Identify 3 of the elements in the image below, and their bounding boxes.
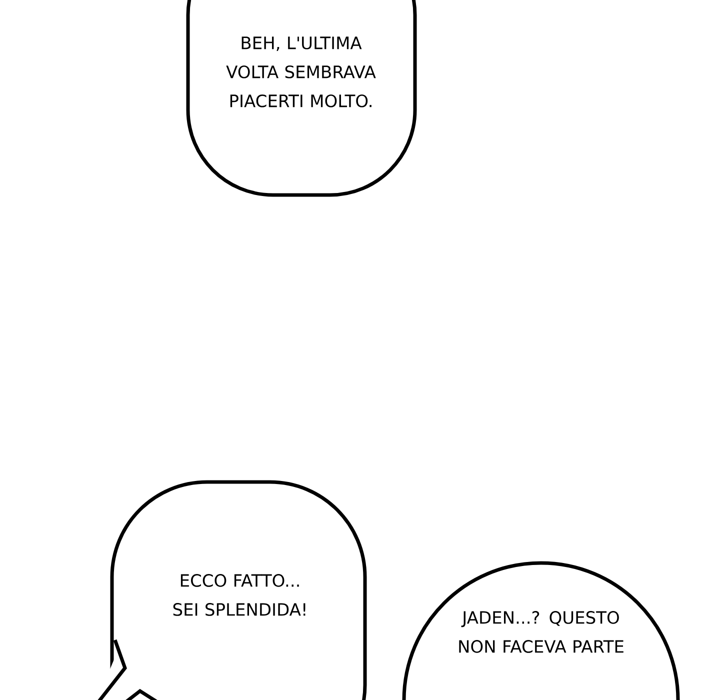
speech-bubble: JADEN...? QUESTO NON FACEVA PARTE [402, 561, 680, 700]
speech-bubble: BEH, L'ULTIMA VOLTA SEMBRAVA PIACERTI MOLTO. [186, 0, 417, 197]
speech-bubble: ECCO FATTO... SEI SPLENDIDA! [94, 480, 367, 700]
